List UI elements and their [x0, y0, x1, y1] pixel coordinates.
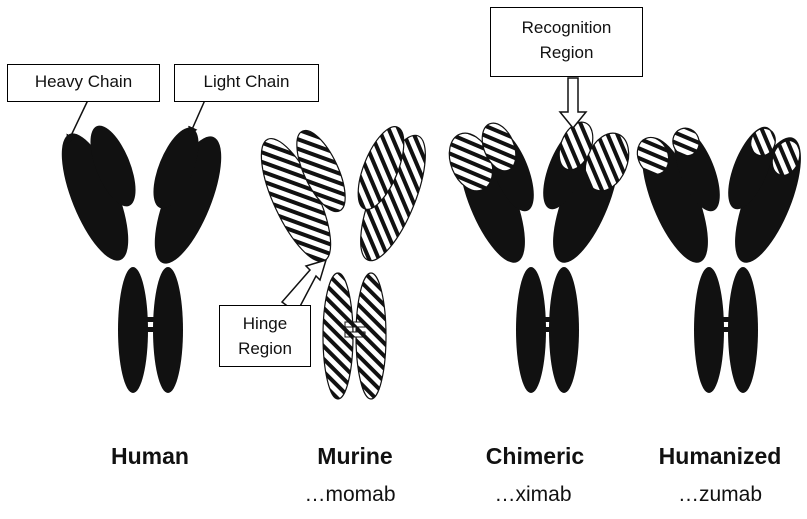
- human-disulfide-bond-1: [140, 317, 161, 322]
- heavy-chain-label: Heavy Chain: [35, 72, 132, 91]
- antibody-name-murine: Murine: [285, 443, 425, 470]
- recognition-region-arrow: [560, 78, 586, 128]
- chimeric-disulfide-bond-1: [538, 317, 558, 322]
- light-chain-pointer-arrow: [190, 100, 205, 134]
- recognition-region-label-line2: Region: [491, 42, 642, 63]
- recognition-region-callout: Recognition Region: [490, 7, 643, 77]
- antibody-suffix-chimeric: …ximab: [458, 483, 608, 507]
- antibody-suffix-murine: …momab: [270, 483, 430, 507]
- humanized-disulfide-bond-2: [716, 327, 737, 332]
- human-antibody: [48, 120, 235, 393]
- hinge-region-label-line1: Hinge: [220, 313, 310, 334]
- antibody-name-humanized: Humanized: [637, 443, 803, 470]
- recognition-region-label-line1: Recognition: [491, 17, 642, 38]
- antibody-name-chimeric: Chimeric: [460, 443, 610, 470]
- heavy-chain-callout: Heavy Chain: [7, 64, 160, 102]
- murine-disulfide-bond-1: [345, 322, 365, 327]
- chimeric-disulfide-bond-2: [538, 327, 558, 332]
- chimeric-antibody: [441, 117, 637, 393]
- light-chain-callout: Light Chain: [174, 64, 319, 102]
- human-disulfide-bond-2: [140, 327, 161, 332]
- hinge-region-callout: Hinge Region: [219, 305, 311, 367]
- humanized-disulfide-bond-1: [716, 317, 737, 322]
- hinge-region-label-line2: Region: [220, 338, 310, 359]
- antibody-suffix-humanized: …zumab: [645, 483, 795, 507]
- antibody-name-human: Human: [80, 443, 220, 470]
- light-chain-label: Light Chain: [203, 72, 289, 91]
- humanized-antibody: [629, 121, 807, 393]
- murine-disulfide-bond-2: [345, 332, 365, 337]
